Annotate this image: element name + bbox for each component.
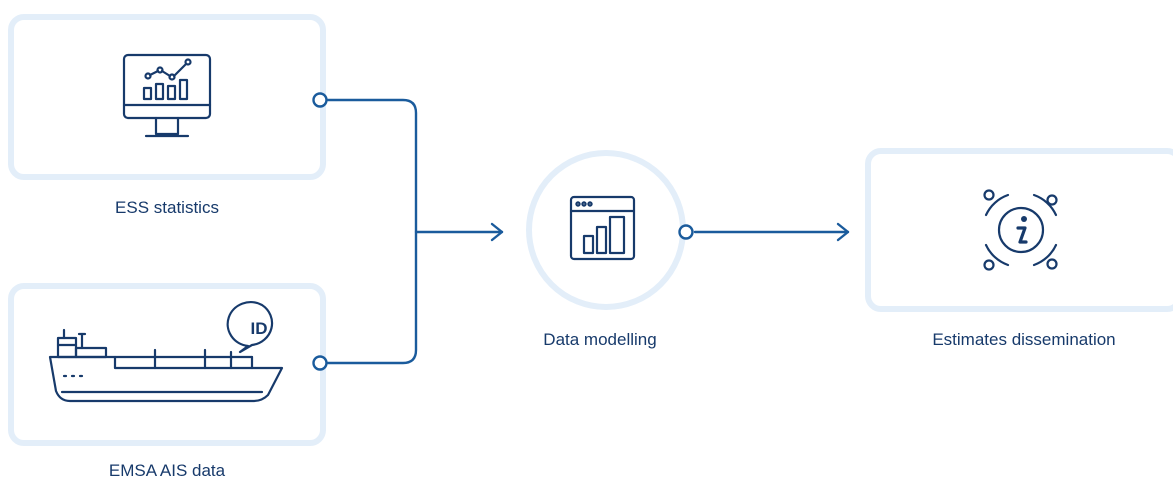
id-badge: ID: [251, 319, 268, 338]
connector-node-model: [678, 224, 694, 240]
emsa-ais-data-card: [8, 283, 326, 446]
browser-bar-chart-icon: [569, 195, 636, 261]
info-stem: [1016, 226, 1028, 244]
ess-statistics-label: ESS statistics: [115, 198, 219, 217]
arrowhead-to-dissemination: [836, 222, 850, 242]
connector-node-emsa: [312, 355, 328, 371]
ship-icon: [48, 301, 284, 403]
connector-ess-to-model: [326, 98, 418, 365]
monitor-chart-icon: [122, 53, 212, 138]
estimates-dissemination-label: Estimates dissemination: [932, 330, 1116, 349]
estimates-dissemination-card: [865, 148, 1173, 312]
emsa-ais-data-label: EMSA AIS data: [108, 461, 226, 480]
info-dot: [1021, 216, 1027, 222]
ess-statistics-card: [8, 14, 326, 180]
info-icon: [983, 189, 1058, 271]
arrowhead-to-model: [490, 222, 504, 242]
connector-node-ess: [312, 92, 328, 108]
connector-lines: [326, 98, 850, 365]
data-modelling-label: Data modelling: [543, 330, 657, 349]
